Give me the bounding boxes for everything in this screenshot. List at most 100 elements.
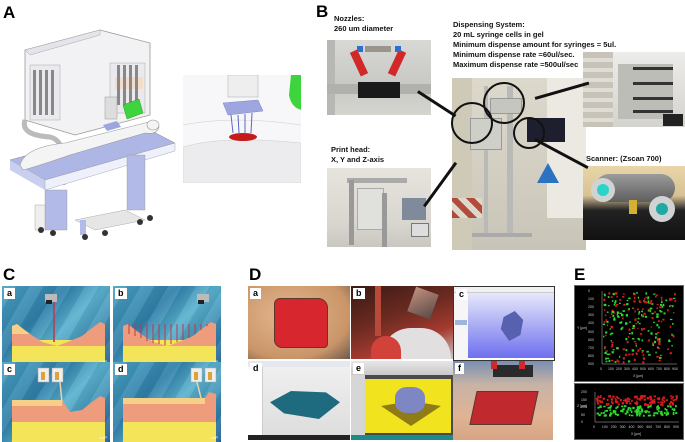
red-cell-mark: [633, 300, 636, 303]
green-cell-mark: [655, 351, 657, 354]
green-cell-mark: [631, 327, 634, 329]
green-cell-mark: [636, 413, 639, 416]
green-cell-mark: [607, 296, 610, 298]
green-cell-mark: [639, 406, 642, 409]
red-cell-mark: [648, 308, 651, 311]
green-cell-mark: [604, 414, 607, 417]
red-cell-mark: [611, 309, 614, 312]
green-cell-mark: [645, 292, 648, 295]
green-cell-mark: [647, 297, 649, 300]
red-cell-mark: [601, 400, 604, 403]
red-cell-mark: [596, 397, 599, 400]
subpanel-label: f: [455, 363, 464, 374]
red-cell-mark: [634, 402, 637, 405]
subpanel-label: d: [250, 363, 262, 374]
green-cell-mark: [665, 299, 668, 302]
green-cell-mark: [608, 360, 611, 363]
red-cell-mark: [665, 399, 669, 401]
green-cell-mark: [607, 407, 610, 409]
green-cell-mark: [647, 300, 650, 303]
red-cell-mark: [617, 397, 620, 400]
green-cell-mark: [644, 315, 648, 318]
green-cell-mark: [611, 310, 615, 313]
red-cell-mark: [632, 326, 636, 330]
wound-scan-step-b: b LdP: [113, 286, 221, 366]
red-cell-mark: [613, 312, 616, 314]
green-cell-mark: [638, 338, 641, 341]
red-cell-mark: [611, 341, 614, 344]
red-cell-mark: [627, 336, 630, 338]
red-cell-mark: [626, 402, 628, 405]
red-cell-mark: [639, 333, 643, 335]
green-cell-mark: [616, 405, 619, 408]
red-cell-mark: [644, 402, 647, 405]
green-cell-mark: [652, 343, 654, 347]
panel-b-label: B: [316, 2, 329, 21]
green-cell-mark: [672, 411, 675, 414]
red-cell-mark: [605, 403, 608, 406]
red-cell-mark: [621, 402, 625, 405]
green-cell-mark: [638, 414, 641, 417]
y-tick-label: 800: [588, 353, 594, 358]
red-cell-mark: [644, 395, 646, 398]
green-cell-mark: [605, 331, 608, 334]
red-cell-mark: [668, 402, 671, 405]
red-cell-mark: [643, 312, 646, 315]
green-cell-mark: [667, 405, 669, 408]
red-cell-mark: [598, 399, 601, 402]
red-cell-mark: [669, 352, 672, 355]
red-cell-mark: [633, 358, 636, 361]
green-cell-mark: [648, 414, 652, 417]
red-cell-mark: [643, 297, 646, 300]
red-cell-mark: [610, 398, 614, 401]
subpanel-label: b: [115, 288, 127, 299]
red-cell-mark: [639, 347, 642, 350]
green-cell-mark: [673, 297, 676, 300]
red-cell-mark: [617, 403, 621, 406]
green-cell-mark: [622, 410, 624, 413]
green-cell-mark: [639, 413, 642, 415]
red-cell-mark: [604, 346, 606, 349]
green-cell-mark: [658, 326, 660, 329]
green-cell-mark: [640, 314, 643, 317]
red-cell-mark: [611, 343, 614, 346]
red-cell-mark: [631, 399, 633, 402]
green-cell-mark: [663, 312, 666, 315]
x-tick-label: 200: [610, 425, 617, 429]
printhead-photo: [327, 168, 431, 247]
red-cell-mark: [642, 357, 646, 360]
green-cell-mark: [624, 322, 628, 325]
green-cell-mark: [637, 321, 639, 324]
red-cell-mark: [642, 395, 645, 398]
red-cell-mark: [638, 300, 641, 302]
green-cell-mark: [624, 412, 627, 415]
green-cell-mark: [619, 321, 622, 324]
red-cell-mark: [640, 396, 643, 399]
green-cell-mark: [619, 312, 622, 315]
green-cell-mark: [657, 405, 660, 408]
red-cell-mark: [652, 399, 655, 403]
red-cell-mark: [661, 403, 664, 407]
red-cell-mark: [608, 395, 612, 398]
red-cell-mark: [623, 303, 626, 306]
green-cell-mark: [671, 333, 673, 336]
green-cell-mark: [640, 411, 643, 413]
x-tick-label: 600: [646, 425, 653, 429]
red-cell-mark: [674, 398, 678, 401]
red-cell-mark: [610, 400, 613, 403]
red-cell-mark: [610, 346, 614, 348]
green-cell-mark: [622, 408, 625, 411]
red-cell-mark: [650, 403, 653, 406]
green-cell-mark: [662, 303, 665, 306]
red-cell-mark: [657, 331, 660, 334]
green-cell-mark: [647, 296, 650, 299]
red-cell-mark: [606, 324, 609, 327]
dispensing-title: Dispensing System:: [453, 20, 525, 29]
red-cell-mark: [662, 318, 665, 321]
red-cell-mark: [642, 308, 644, 311]
green-cell-mark: [628, 297, 631, 300]
red-cell-mark: [622, 348, 625, 351]
red-cell-mark: [626, 341, 629, 344]
dispensing-line: Minimum dispense amount for syringes = 5…: [453, 40, 617, 49]
green-cell-mark: [598, 414, 601, 417]
